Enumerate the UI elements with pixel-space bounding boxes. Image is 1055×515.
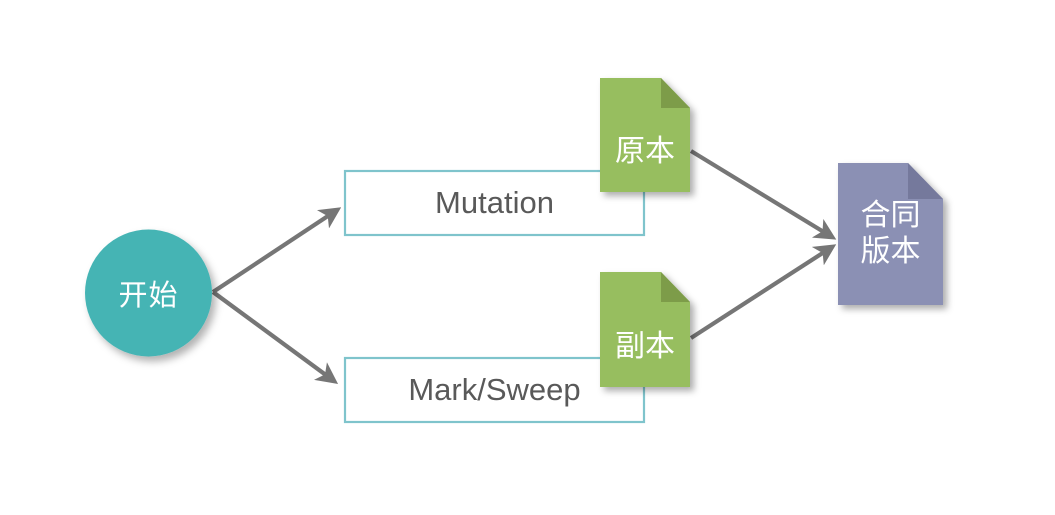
node-start-circle[interactable] xyxy=(85,229,212,357)
edge-start-to-mutation xyxy=(211,207,342,294)
node-doc-merged-shape[interactable] xyxy=(838,163,943,305)
edge-original-to-merged xyxy=(689,149,837,240)
edge-copy-to-merged xyxy=(689,244,837,340)
node-doc-original-shape[interactable] xyxy=(600,78,690,192)
edge-start-to-mark-sweep xyxy=(211,290,339,384)
node-mutation-box[interactable] xyxy=(343,169,646,237)
node-mark-sweep-box[interactable] xyxy=(343,356,646,424)
node-doc-copy-shape[interactable] xyxy=(600,272,690,387)
